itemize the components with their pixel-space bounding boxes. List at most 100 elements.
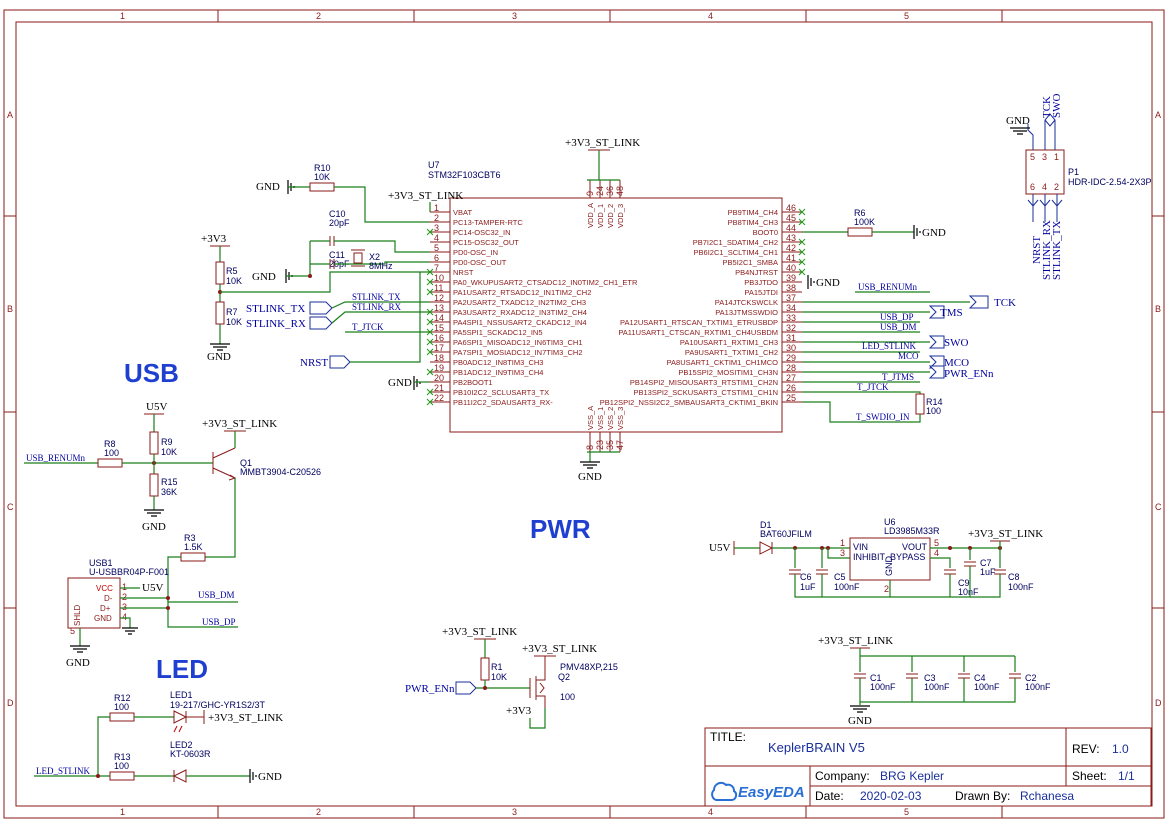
no-connect-marker: [426, 388, 434, 396]
resistor-r12[interactable]: [109, 712, 135, 722]
mcu-pin-name: PA9USART1_TXTIM1_CH2: [685, 348, 778, 357]
mcu-pin-number: 16: [434, 333, 444, 343]
capacitor-c3[interactable]: [906, 673, 918, 679]
port-nrst-label: NRST: [300, 357, 328, 369]
tb-company: BRG Kepler: [880, 769, 944, 783]
header-p1[interactable]: 5 3 1 6 4 2 P1 HDR-IDC-2.54-2X3P: [1025, 149, 1152, 195]
led1-rays: [173, 725, 183, 733]
p1-tck-label: TCK: [1041, 96, 1053, 118]
r5-power: +3V3: [201, 233, 227, 245]
mosfet-q2[interactable]: [529, 656, 546, 708]
capacitor-c4[interactable]: [958, 673, 970, 679]
mcu-pin-name: PB2BOOT1: [453, 378, 493, 387]
c3-ref: C3: [924, 673, 936, 683]
mcu-pin-number: 1: [434, 203, 439, 213]
r1-ref: R1: [491, 662, 503, 672]
resistor-r15[interactable]: [149, 473, 159, 497]
t-swdio-wire: [802, 401, 921, 423]
c10-val: 20pF: [329, 218, 350, 228]
grid-col-label-top: 2: [316, 11, 321, 21]
usb-connector-usb1[interactable]: USB1 U-USBBR04P-F001 VCC D- D+ GND SHLD …: [67, 558, 169, 636]
mcu-pin-name: PA11USART1_CTSCAN_RXTIM1_CH4USBDM: [618, 328, 778, 337]
capacitor-c2[interactable]: [1009, 673, 1021, 679]
led-led2[interactable]: [172, 769, 187, 783]
mcu-pin-name: PA6SPI1_MISOADC12_IN6TIM3_CH1: [453, 338, 583, 347]
gnd-symbol-decoup: [850, 705, 870, 713]
crystal-x2[interactable]: [353, 252, 363, 264]
usb1-pin1: 1: [122, 582, 127, 592]
resistor-r1[interactable]: [480, 657, 490, 681]
junction: [96, 774, 100, 778]
transistor-q1[interactable]: [212, 447, 236, 479]
mcu-pin-number: 46: [786, 203, 796, 213]
net-usb-dm-left: USB_DM: [198, 590, 235, 600]
port-tms[interactable]: [928, 305, 945, 319]
u6-inhibit: INHIBIT: [853, 552, 886, 562]
mcu-pin-name: PA14JTCKSWCLK: [715, 298, 778, 307]
port-nrst[interactable]: [329, 355, 351, 369]
mcu-pin-name: PB15SPI2_MOSITIM1_CH3N: [678, 368, 778, 377]
capacitor-c7[interactable]: [964, 561, 976, 567]
c3-val: 100nF: [924, 682, 950, 692]
resistor-r5[interactable]: [215, 261, 225, 285]
tb-sheet-label: Sheet:: [1072, 769, 1107, 783]
r1-power: +3V3_ST_LINK: [442, 626, 517, 638]
mcu-pin-name: PC14-OSC32_IN: [453, 228, 511, 237]
resistor-r10[interactable]: [309, 182, 335, 192]
capacitor-c1[interactable]: [854, 673, 866, 679]
resistor-r6[interactable]: [847, 227, 873, 237]
net-led-stlink-left: LED_STLINK: [36, 766, 90, 776]
usb1-ref: USB1: [89, 558, 113, 568]
c11-ref: C11: [329, 250, 345, 260]
mcu-pin-number: 5: [434, 243, 439, 253]
port-stlink-tx[interactable]: [309, 301, 333, 315]
led1-val: 19-217/GHC-YR1S2/3T: [170, 700, 266, 710]
port-tck[interactable]: [968, 295, 989, 309]
mcu-pin-name: PC13-TAMPER-RTC: [453, 218, 523, 227]
d1-val: BAT60JFILM: [760, 529, 812, 539]
mcu-pin-number: 22: [434, 393, 444, 403]
port-swo-label: SWO: [944, 337, 969, 349]
net-t-jtck-right: T_JTCK: [857, 382, 889, 392]
port-pwr-en[interactable]: [928, 365, 945, 379]
mcu-pin-number: 40: [786, 263, 796, 273]
title-block: TITLE: KeplerBRAIN V5 REV: 1.0 Company: …: [704, 727, 1152, 807]
gnd-label-mcu: GND: [578, 471, 602, 483]
net-usb-dp-left: USB_DP: [202, 617, 236, 627]
port-swo[interactable]: [928, 335, 945, 349]
capacitor-c10[interactable]: [329, 236, 335, 246]
led-led1[interactable]: [173, 710, 188, 724]
mcu-pin-number: 8: [585, 445, 595, 450]
resistor-r3[interactable]: [180, 552, 206, 562]
c4-ref: C4: [974, 673, 986, 683]
resistor-r13[interactable]: [109, 771, 135, 781]
capacitor-c9[interactable]: [944, 569, 956, 575]
c10-wire: [310, 240, 430, 253]
mcu-pin-number: 28: [786, 363, 796, 373]
port-pwr-en-q2[interactable]: [455, 681, 477, 695]
net-stlink-rx: STLINK_RX: [352, 302, 401, 312]
resistor-r7[interactable]: [215, 301, 225, 325]
r8-ref: R8: [104, 439, 116, 449]
resistor-r9[interactable]: [149, 431, 159, 455]
mcu-pin-name: PB4NJTRST: [735, 268, 778, 277]
gnd-label-r10: GND: [256, 181, 280, 193]
mcu-pin-number: 34: [786, 303, 796, 313]
resistor-r14[interactable]: [915, 393, 925, 415]
mcu-pin-number: 21: [434, 383, 444, 393]
usb1-vcc: VCC: [96, 584, 113, 593]
no-connect-marker: [426, 318, 434, 326]
net-usb-renum-left: USB_RENUMn: [26, 453, 86, 463]
capacitor-c5[interactable]: [816, 569, 828, 575]
resistor-r8[interactable]: [97, 458, 123, 468]
tb-title-label: TITLE:: [710, 730, 746, 744]
capacitor-c8[interactable]: [994, 569, 1006, 575]
p1-top-wires: [1044, 113, 1056, 150]
c6-val: 1uF: [800, 582, 816, 592]
mcu-pin-name: VDD_3: [616, 204, 625, 228]
p1-pin5-wire: [1027, 124, 1034, 150]
port-stlink-rx[interactable]: [309, 316, 333, 330]
diode-d1[interactable]: [759, 541, 774, 555]
mcu-pin-name: PB3JTDO: [744, 278, 778, 287]
